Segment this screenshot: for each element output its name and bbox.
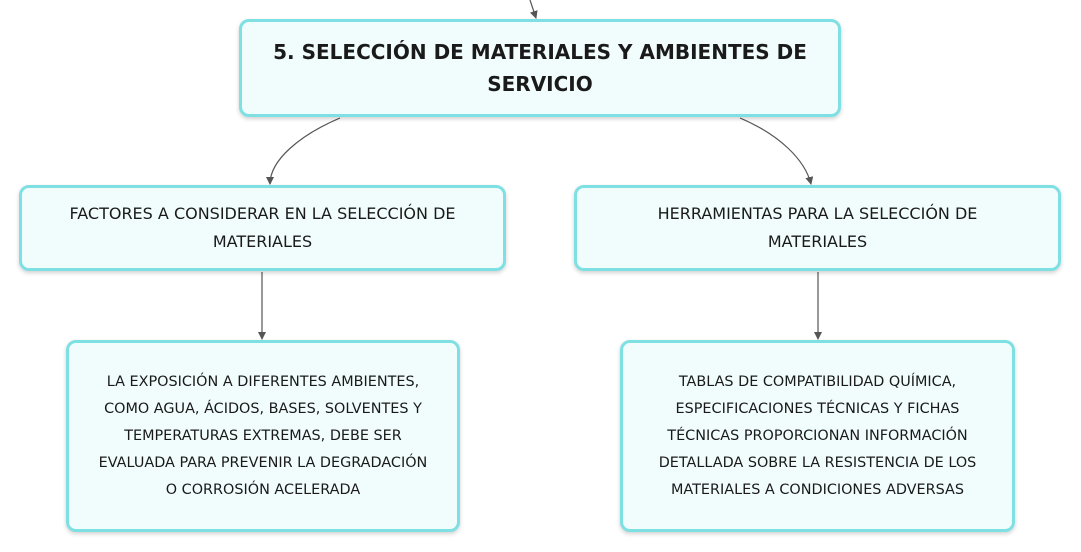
connector-root-to-herramientas	[739, 117, 814, 185]
subtopic-label-herramientas: HERRAMIENTAS PARA LA SELECCIÓN DE MATERI…	[657, 204, 978, 251]
detail-node-exposicion[interactable]: LA EXPOSICIÓN A DIFERENTES AMBIENTES, CO…	[66, 340, 460, 532]
root-topic-label: 5. SELECCIÓN DE MATERIALES Y AMBIENTES D…	[273, 40, 807, 96]
subtopic-label-factores: FACTORES A CONSIDERAR EN LA SELECCIÓN DE…	[69, 204, 456, 251]
detail-node-tablas[interactable]: TABLAS DE COMPATIBILIDAD QUÍMICA, ESPECI…	[620, 340, 1015, 532]
root-topic-node[interactable]: 5. SELECCIÓN DE MATERIALES Y AMBIENTES D…	[239, 19, 841, 117]
subtopic-node-factores[interactable]: FACTORES A CONSIDERAR EN LA SELECCIÓN DE…	[19, 185, 506, 271]
connector-root-to-factores	[266, 117, 341, 185]
subtopic-node-herramientas[interactable]: HERRAMIENTAS PARA LA SELECCIÓN DE MATERI…	[574, 185, 1061, 271]
detail-label-exposicion: LA EXPOSICIÓN A DIFERENTES AMBIENTES, CO…	[98, 373, 428, 498]
detail-label-tablas: TABLAS DE COMPATIBILIDAD QUÍMICA, ESPECI…	[658, 373, 977, 498]
connector-incoming-root	[529, 0, 538, 19]
